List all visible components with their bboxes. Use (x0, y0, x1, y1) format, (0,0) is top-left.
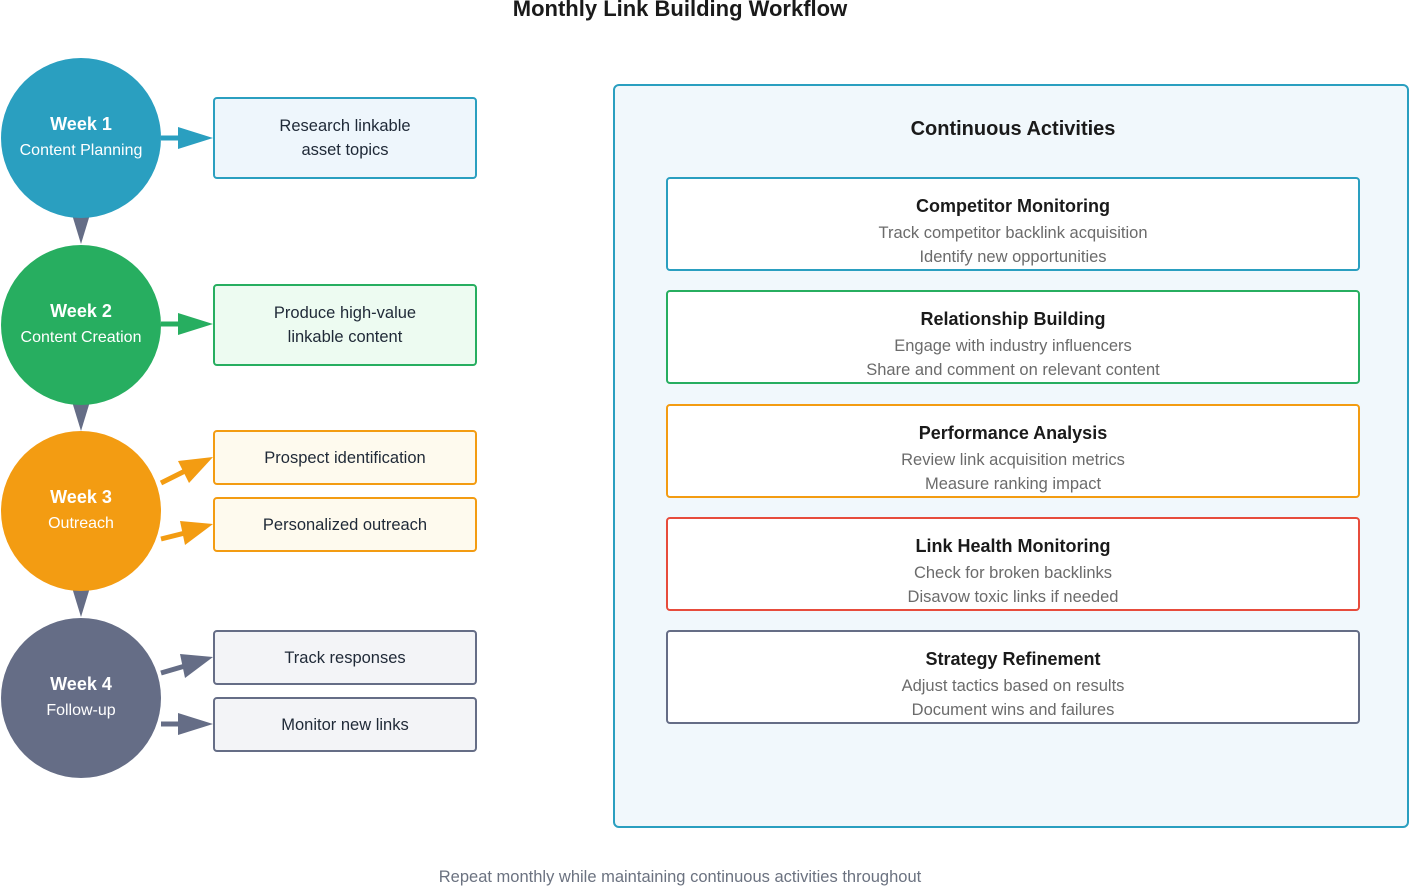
week-3-label: Week 3 (50, 487, 112, 507)
activity-relationship-building: Relationship Building Engage with indust… (666, 290, 1360, 384)
week-1-label: Week 1 (50, 114, 112, 134)
continuous-activities-title: Continuous Activities (910, 118, 1116, 140)
week-2-circle: Week 2 Content Creation (1, 245, 161, 405)
arrow-week1-to-task (161, 127, 213, 149)
activity-title: Link Health Monitoring (915, 536, 1111, 556)
task-week2-line-1: Produce high-value (273, 304, 417, 322)
activity-line: Review link acquisition metrics (901, 451, 1125, 469)
week-4-subtitle: Follow-up (46, 702, 116, 719)
activity-title: Strategy Refinement (925, 649, 1101, 669)
arrow-week3-to-task-2 (160, 521, 213, 545)
week-2-subtitle: Content Creation (20, 329, 142, 346)
task-week1-research: Research linkable asset topics (213, 97, 477, 179)
diagram-title: Monthly Link Building Workflow (512, 0, 848, 21)
week-1-circle: Week 1 Content Planning (1, 58, 161, 218)
activity-line: Adjust tactics based on results (901, 677, 1125, 695)
task-week1-line-2: asset topics (301, 141, 389, 159)
task-week4-track: Track responses (213, 630, 477, 685)
activity-line: Disavow toxic links if needed (907, 588, 1119, 606)
task-week4-monitor: Monitor new links (213, 697, 477, 752)
week-4-circle: Week 4 Follow-up (1, 618, 161, 778)
week-3-subtitle: Outreach (48, 515, 114, 532)
task-week2-produce: Produce high-value linkable content (213, 284, 477, 366)
arrow-week2-to-task (161, 313, 213, 335)
activity-competitor-monitoring: Competitor Monitoring Track competitor b… (666, 177, 1360, 271)
week-4-label: Week 4 (50, 674, 112, 694)
activity-strategy-refinement: Strategy Refinement Adjust tactics based… (666, 630, 1360, 724)
activity-line: Check for broken backlinks (913, 564, 1113, 582)
activity-line: Identify new opportunities (919, 248, 1107, 266)
task-week1-line-1: Research linkable (279, 117, 411, 135)
task-week3-prospect: Prospect identification (213, 430, 477, 485)
arrow-week4-to-task-1 (160, 654, 213, 678)
activity-line: Share and comment on relevant content (866, 361, 1160, 379)
activity-link-health-monitoring: Link Health Monitoring Check for broken … (666, 517, 1360, 611)
task-week2-line-2: linkable content (287, 328, 403, 346)
activity-title: Competitor Monitoring (916, 196, 1110, 216)
activity-line: Measure ranking impact (924, 475, 1102, 493)
activity-line: Engage with industry influencers (894, 337, 1132, 355)
task-week3-outreach: Personalized outreach (213, 497, 477, 552)
arrow-week4-to-task-2 (161, 713, 213, 735)
activity-title: Relationship Building (920, 309, 1106, 329)
week-1-subtitle: Content Planning (19, 142, 143, 159)
week-3-circle: Week 3 Outreach (1, 431, 161, 591)
footer-note: Repeat monthly while maintaining continu… (438, 868, 922, 886)
activity-performance-analysis: Performance Analysis Review link acquisi… (666, 404, 1360, 498)
week-2-label: Week 2 (50, 301, 112, 321)
activity-line: Track competitor backlink acquisition (878, 224, 1148, 242)
arrow-week3-to-task-1 (159, 457, 213, 486)
activity-title: Performance Analysis (918, 423, 1108, 443)
activity-line: Document wins and failures (911, 701, 1115, 719)
